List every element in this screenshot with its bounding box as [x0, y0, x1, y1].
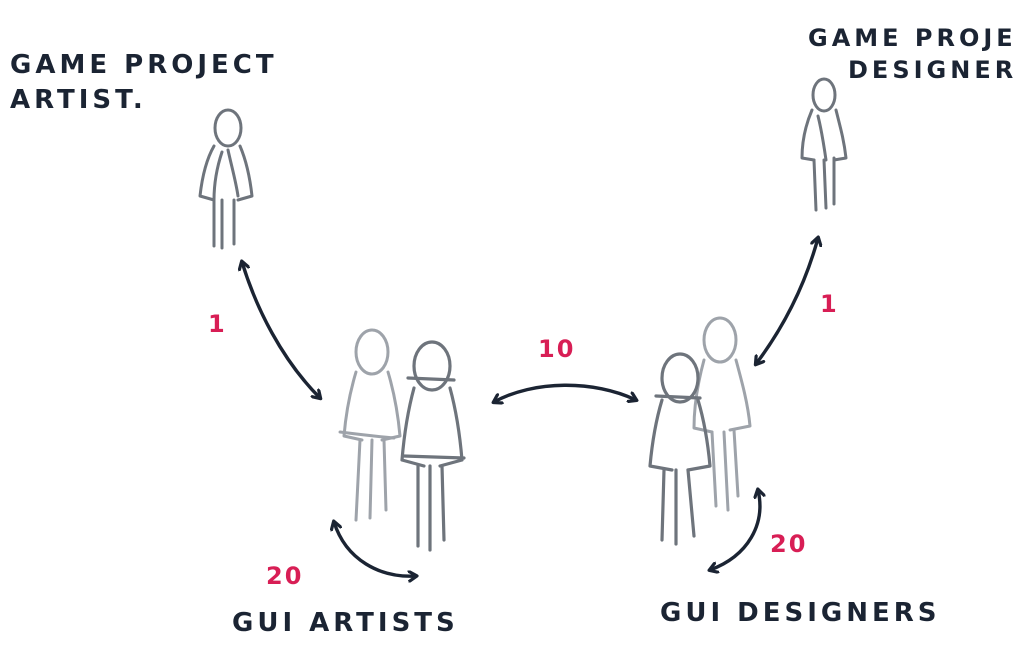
edge-gui-artists-internal — [334, 522, 416, 576]
project-designer-label-line-2: Designer — [848, 56, 1017, 85]
gui-artists-figure-back — [338, 328, 402, 522]
project-artist-label-line-1: Game Project — [10, 50, 278, 80]
project-artist-label-line-2: Artist. — [10, 85, 147, 116]
edge-gui-designers-internal — [710, 490, 760, 570]
project-artist-figure — [198, 108, 254, 250]
project-designer-figure — [800, 77, 848, 212]
gui-designers-figure-front — [648, 352, 712, 546]
edge-artist-to-gui-artists — [242, 262, 320, 398]
edge-count-gui-designers: 20 — [770, 530, 808, 558]
gui-artists-figure-front — [400, 340, 466, 552]
gui-artists-label: GUI Artists — [232, 606, 459, 641]
project-designer-label-line-1: Game Project — [808, 24, 1017, 52]
project-artist-label: Game Project Artist. — [10, 48, 278, 118]
project-designer-label: Game Project Designer — [808, 22, 1017, 87]
edge-count-gui-artists: 20 — [266, 562, 304, 590]
gui-designers-label: GUI Designers — [660, 596, 941, 631]
edge-gui-artists-to-gui-designers — [494, 383, 636, 402]
edge-count-designer: 1 — [820, 290, 839, 318]
gui-designers-label-line-1: GUI Designers — [660, 598, 941, 628]
edge-designer-to-gui-designers — [756, 238, 818, 364]
edge-count-artists-designers: 10 — [538, 335, 576, 363]
edge-count-artist: 1 — [208, 310, 227, 338]
gui-artists-label-line-1: GUI Artists — [232, 608, 459, 638]
